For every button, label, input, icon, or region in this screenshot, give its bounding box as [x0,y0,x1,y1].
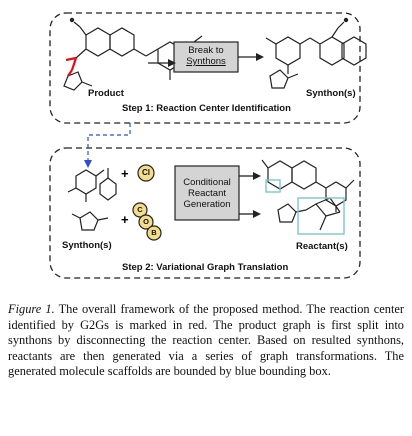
leaving-group-cob [132,202,162,241]
step-connector-arrow [84,123,131,168]
leaving-group-cl-label: Cl [142,168,150,177]
step1-title: Step 1: Reaction Center Identification [122,103,291,114]
leaving-group-c-label: C [137,205,143,214]
synthon-step2-bottom [71,211,109,231]
reactant-bottom [277,197,341,231]
plus-sign-2: + [121,212,129,227]
figure-caption: Figure 1. The overall framework of the p… [8,302,404,380]
product-to-box-arrow [148,59,176,67]
figure-number: Figure 1. [8,302,55,316]
gen-box-line1: Conditional [183,177,231,188]
conditional-reactant-generation-box [174,165,240,221]
break-box-line2: Synthons [186,56,226,67]
step2-title: Step 2: Variational Graph Translation [122,262,289,273]
gen-box-line2: Reactant [187,188,227,199]
gen-box-line3: Generation [183,199,231,210]
break-to-synthons-box [173,41,239,73]
generation-arrows [239,172,261,218]
scaffold-bounding-box-1 [265,179,281,193]
break-to-synthons-label: Break to Synthons [174,45,238,67]
caption-text: The overall framework of the proposed me… [8,302,405,379]
reactant-top [261,159,355,212]
step1-panel [49,12,361,124]
product-label: Product [88,88,124,99]
reaction-center-highlight [65,56,78,77]
plus-sign-1: + [121,166,129,181]
leaving-group-o-label: O [143,217,149,226]
box-to-synthons-arrow [238,53,264,61]
scaffold-bounding-box-2 [297,197,345,235]
synthons-step1 [265,17,367,89]
step2-panel [49,147,361,279]
framework-figure: + + [49,12,367,279]
leaving-group-b-label: B [151,228,157,237]
synthon-step2-top [67,168,117,202]
synthons-label-step2: Synthon(s) [62,240,112,251]
synthons-label-step1: Synthon(s) [306,88,356,99]
reactants-label: Reactant(s) [296,241,348,252]
leaving-group-cl [137,164,155,182]
break-box-line1: Break to [188,45,224,56]
conditional-reactant-generation-label: Conditional Reactant Generation [175,177,239,210]
